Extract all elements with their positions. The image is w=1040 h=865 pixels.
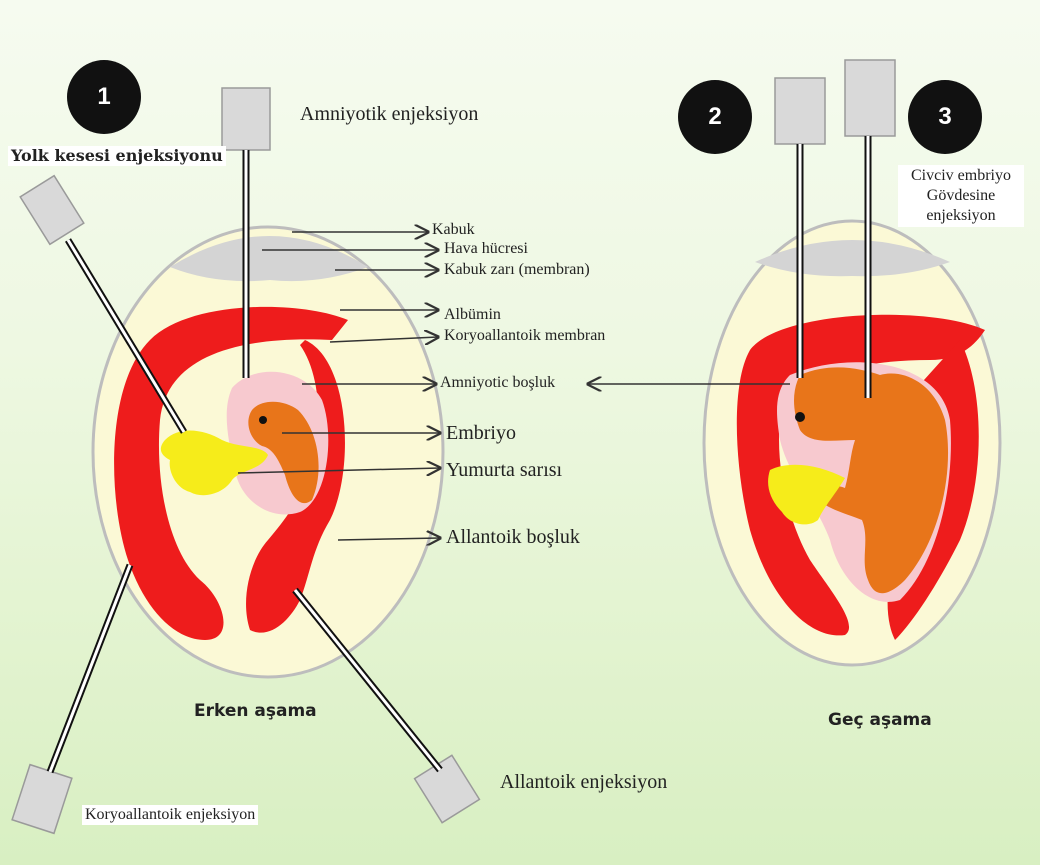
label-air-cell: Hava hücresi xyxy=(444,240,528,258)
late-embryo-eye xyxy=(795,412,805,422)
late-syringe-2 xyxy=(775,78,825,144)
late-egg xyxy=(704,221,1000,665)
label-embryo: Embriyo xyxy=(446,422,516,444)
early-air-cell xyxy=(170,236,368,281)
badge-2: 2 xyxy=(678,80,752,154)
late-syringe-3 xyxy=(845,60,895,136)
label-allantoic-cavity: Allantoik boşluk xyxy=(446,526,580,548)
chorioallantoic-syringe xyxy=(12,765,72,834)
label-yolk-sac-injection: Yolk kesesi enjeksiyonu xyxy=(8,146,226,166)
label-amniotic-cavity: Amniyotic boşluk xyxy=(440,374,555,392)
label-embryo-body-line1: Civciv embriyo xyxy=(901,166,1021,186)
label-yolk: Yumurta sarısı xyxy=(446,459,562,481)
label-late-stage: Geç aşama xyxy=(828,711,932,730)
label-shell: Kabuk xyxy=(432,221,475,239)
label-allantoic-injection: Allantoik enjeksiyon xyxy=(500,771,667,793)
label-embryo-body-line2: Gövdesine xyxy=(901,186,1021,206)
early-embryo-eye xyxy=(259,416,267,424)
allantoic-syringe xyxy=(415,755,480,822)
label-shell-membrane: Kabuk zarı (membran) xyxy=(444,261,590,279)
badge-3: 3 xyxy=(908,80,982,154)
label-albumin: Albümin xyxy=(444,306,501,324)
label-amniotic-injection: Amniyotik enjeksiyon xyxy=(300,103,478,125)
label-embryo-body-injection: Civciv embriyo Gövdesine enjeksiyon xyxy=(898,165,1024,227)
label-chorioallantoic-injection: Koryoallantoik enjeksiyon xyxy=(82,805,258,825)
label-early-stage: Erken aşama xyxy=(194,702,317,721)
label-chorioallantoic-membrane: Koryoallantoik membran xyxy=(444,327,605,345)
label-embryo-body-line3: enjeksiyon xyxy=(901,206,1021,226)
early-egg xyxy=(93,227,443,677)
amniotic-syringe xyxy=(222,88,270,150)
yolk-sac-syringe xyxy=(20,176,84,245)
badge-1: 1 xyxy=(67,60,141,134)
